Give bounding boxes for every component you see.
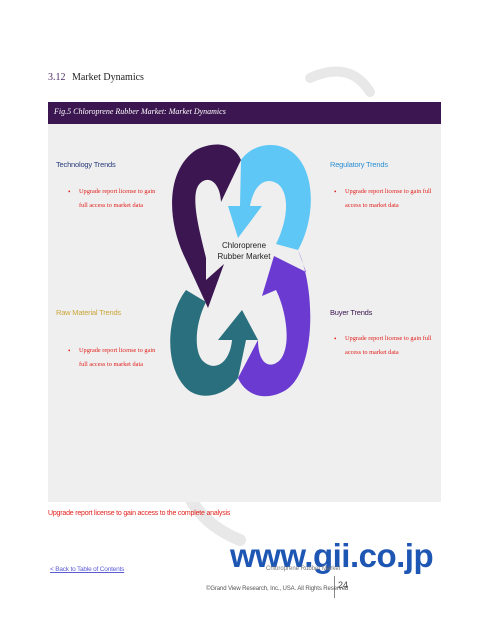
raw-material-arrow [170, 290, 258, 396]
technology-trends-title: Technology Trends [56, 160, 116, 169]
regulatory-trends-list: Upgrade report license to gain fullacces… [334, 185, 439, 213]
section-number: 3.12 [48, 72, 66, 83]
regulatory-trends-title: Regulatory Trends [330, 160, 388, 169]
figure-title-bar: Fig.5 Chloroprene Rubber Market: Market … [48, 102, 441, 124]
buyer-trends-title: Buyer Trends [330, 308, 373, 317]
figure-title: Fig.5 Chloroprene Rubber Market: Market … [54, 107, 226, 116]
copyright-text: ©Grand View Research, Inc., USA. All Rig… [206, 586, 349, 592]
page-number: 24 [338, 580, 349, 590]
raw-material-trends-title: Raw Material Trends [56, 308, 121, 317]
page-number-divider [334, 576, 335, 598]
center-label-line1: Chloroprene [222, 241, 267, 250]
section-title: Market Dynamics [72, 72, 144, 83]
list-item: Upgrade report license to gain fullacces… [334, 332, 439, 360]
upgrade-cta-text: Upgrade report license to gain access to… [48, 510, 231, 517]
regulatory-arrow [228, 145, 311, 250]
technology-arrow [172, 144, 241, 308]
buyer-trends-list: Upgrade report license to gain fullacces… [334, 332, 439, 360]
center-label-line2: Rubber Market [218, 252, 272, 261]
document-name: Chloroprene Rubber Market [266, 566, 341, 572]
gii-watermark: www.gii.co.jp [230, 537, 434, 574]
buyer-arrow [238, 250, 311, 397]
section-heading: 3.12 Market Dynamics [48, 72, 144, 83]
back-to-toc-link[interactable]: < Back to Table of Contents [50, 566, 125, 573]
list-item: Upgrade report license to gain fullacces… [334, 185, 439, 213]
market-dynamics-diagram: Chloroprene Rubber Market [170, 144, 311, 397]
